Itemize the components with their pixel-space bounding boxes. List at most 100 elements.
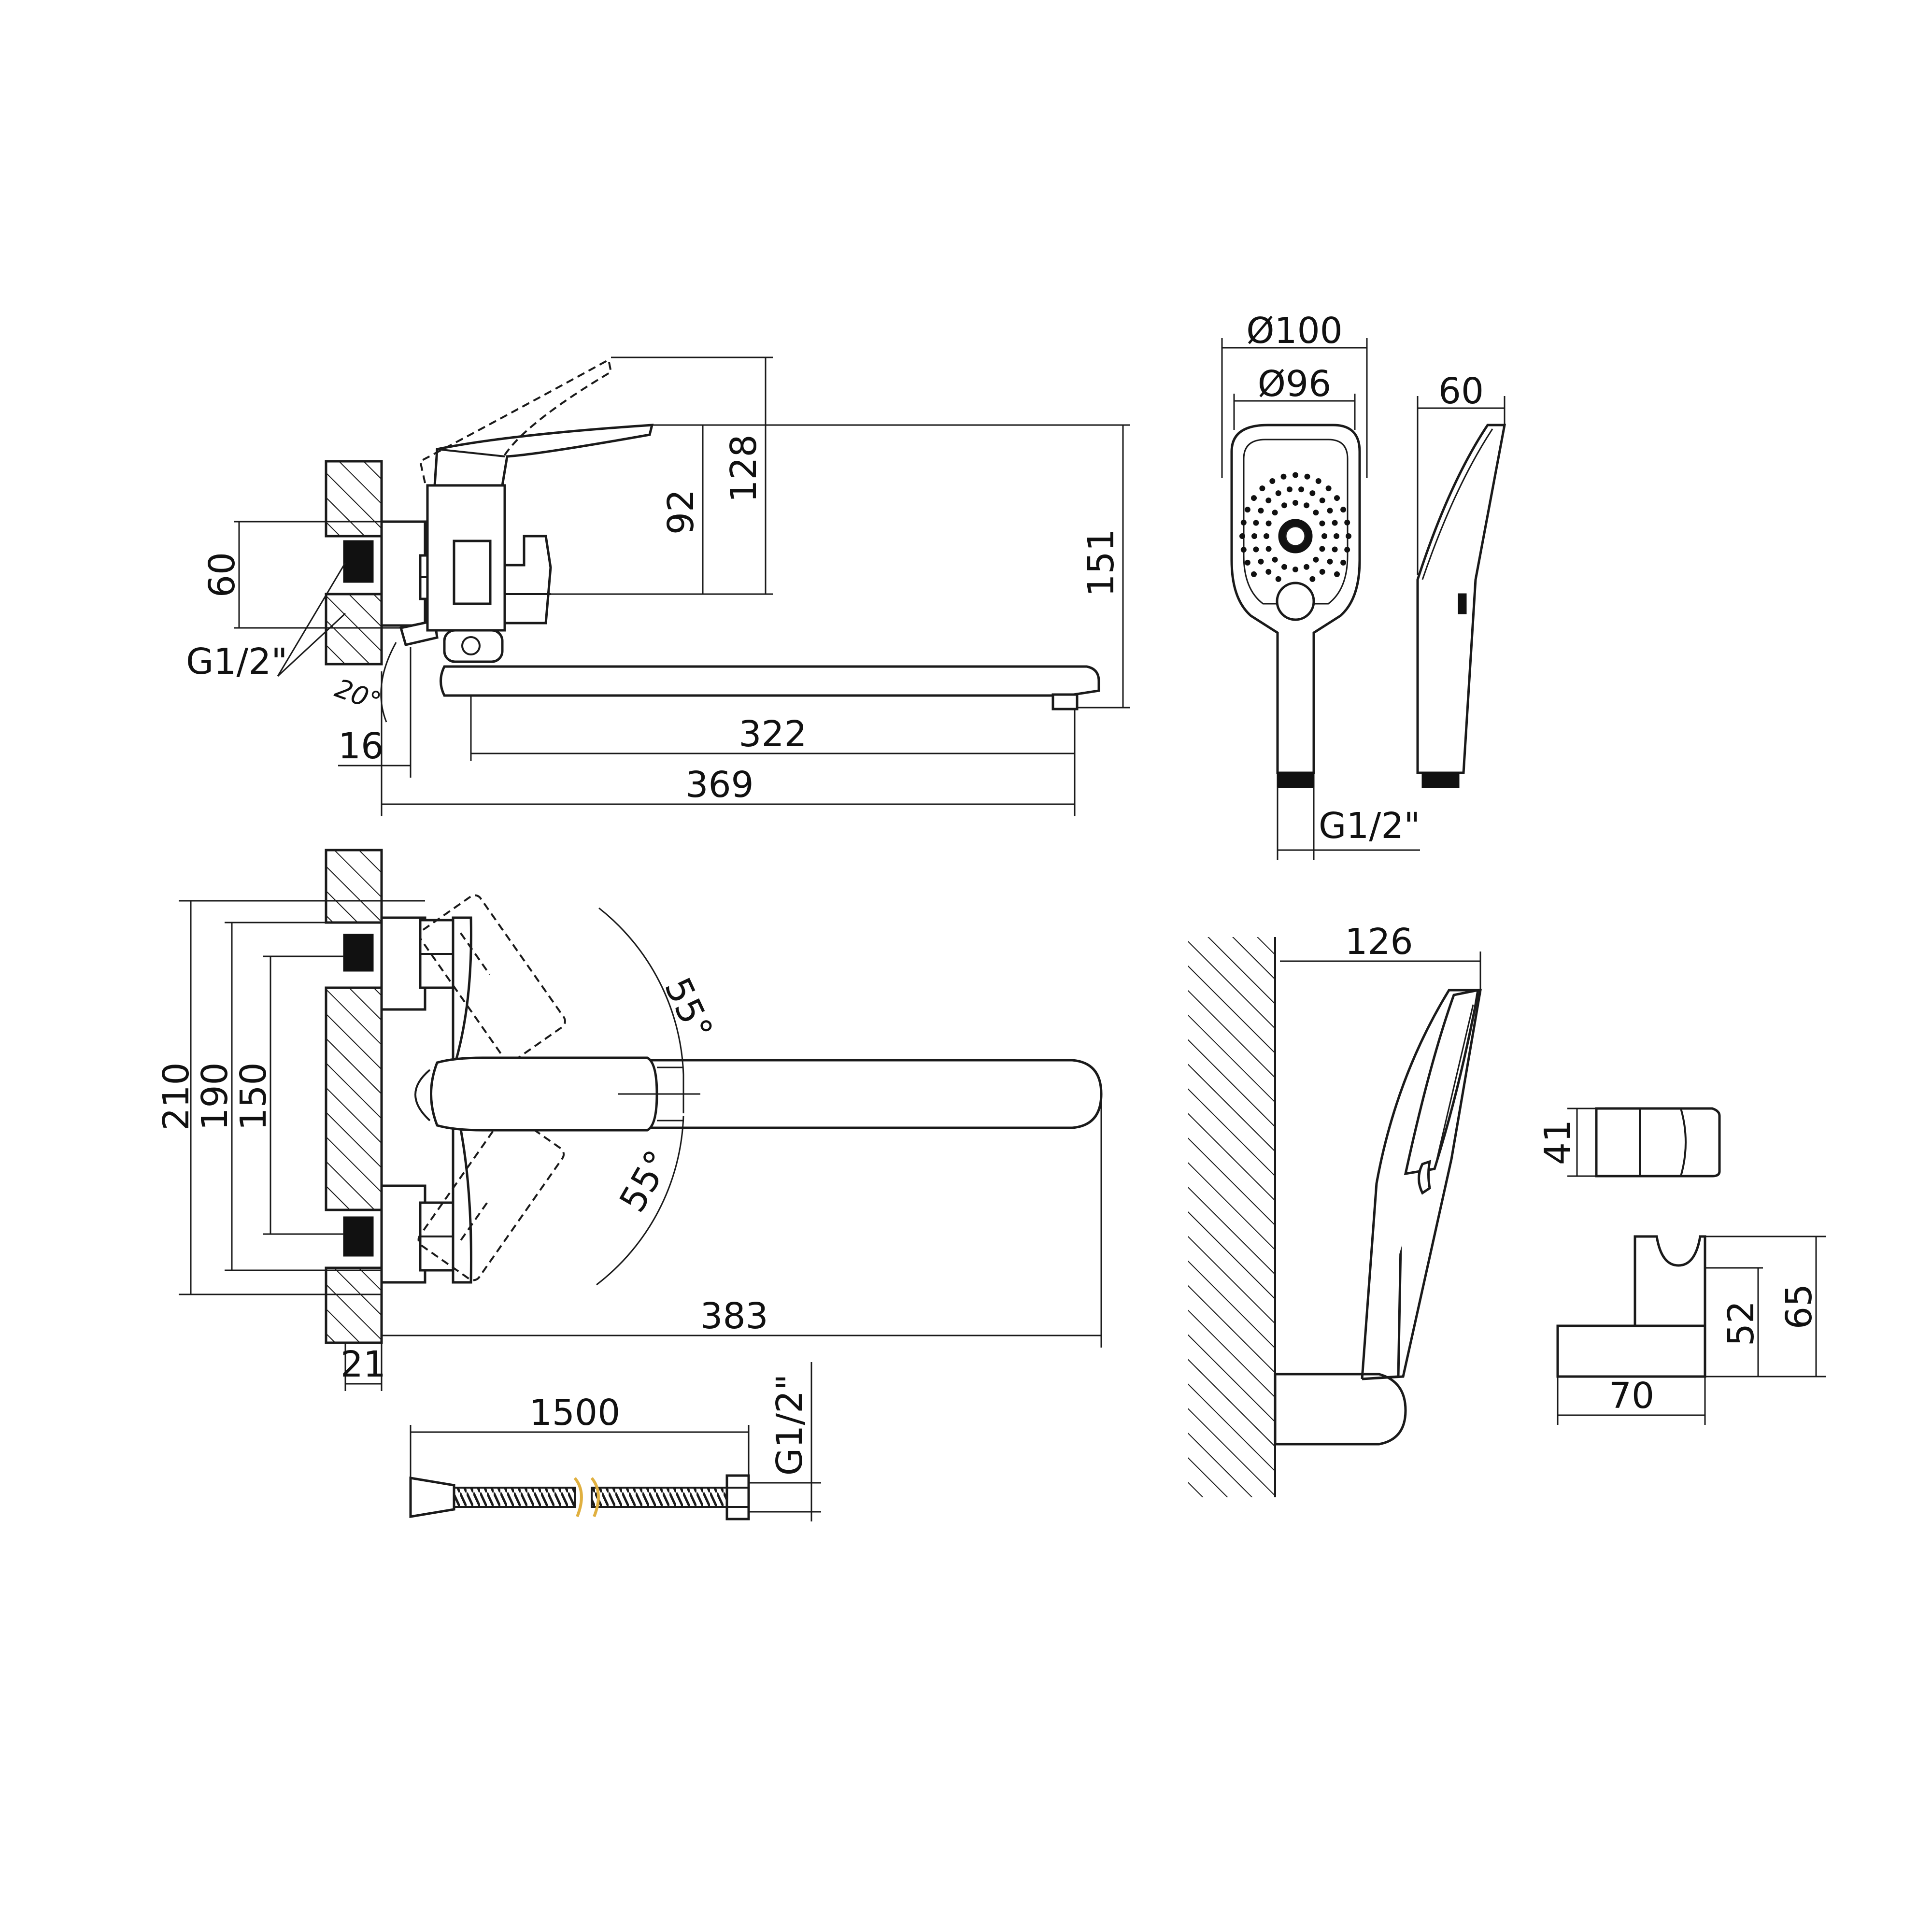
spray-nozzle [1304, 564, 1309, 570]
diverter-knob[interactable] [503, 535, 552, 625]
holder-base [1556, 1324, 1706, 1378]
hand-shower-side-view: 60 [1416, 370, 1506, 788]
spray-nozzle [1253, 546, 1259, 553]
cartridge-housing [453, 540, 492, 605]
spray-nozzle [1298, 486, 1305, 493]
shower-connector-front [1277, 772, 1315, 788]
holder-detail-view: 41 52 65 70 [1537, 1107, 1826, 1425]
spray-nozzle [1340, 507, 1347, 513]
label-g12-hose: G1/2" [769, 1374, 810, 1476]
dim-383: 383 [700, 1295, 768, 1337]
inlet-top-lower [343, 1216, 374, 1257]
wall-holder-section [1188, 937, 1275, 1497]
spray-nozzle [1280, 473, 1287, 480]
spray-nozzle [1293, 500, 1298, 506]
spray-nozzle [1265, 568, 1272, 575]
wall-section-upper [325, 460, 383, 538]
spray-nozzle [1258, 558, 1264, 565]
hose-cone-end [409, 1477, 455, 1518]
spray-nozzle [1275, 576, 1281, 582]
eccentric-lower [380, 1184, 426, 1284]
spray-nozzle [1313, 556, 1319, 563]
dim-1500: 1500 [529, 1392, 620, 1434]
angle-20: 20° [331, 673, 385, 717]
dim-210: 210 [156, 1062, 197, 1130]
dim-70: 70 [1609, 1375, 1654, 1417]
spray-nozzle [1251, 571, 1257, 577]
top-view: 55° 55° 210 190 150 383 21 [156, 849, 1103, 1391]
spray-nozzle [1304, 502, 1309, 509]
eccentric-upper [380, 916, 426, 1011]
spray-nozzle [1319, 497, 1325, 504]
dim-190: 190 [194, 1062, 236, 1130]
spray-nozzle [1272, 556, 1278, 563]
lever-handle-raised [419, 358, 612, 483]
dim-65: 65 [1778, 1284, 1820, 1329]
aerator [1051, 693, 1079, 710]
dim-52: 52 [1720, 1301, 1762, 1346]
side-view: 60 G1/2" 20° 16 92 128 151 322 369 [186, 356, 1130, 816]
dim-126: 126 [1345, 921, 1413, 963]
wall-plate [380, 520, 426, 627]
wall-top-upper [325, 849, 383, 924]
spray-nozzle [1344, 519, 1350, 526]
spray-nozzle [1304, 473, 1310, 480]
dim-diameter-96: Ø96 [1258, 363, 1331, 405]
lever-handle[interactable] [433, 424, 654, 487]
dim-92: 92 [660, 489, 702, 535]
dim-diameter-100: Ø100 [1246, 310, 1343, 352]
dim-16: 16 [338, 725, 384, 767]
hand-shower-front-view: Ø100 Ø96 G1/2" [1221, 310, 1420, 860]
spray-nozzle [1251, 495, 1257, 501]
spray-nozzle [1327, 508, 1333, 514]
spray-nozzle [1264, 533, 1269, 539]
hose-break-mark [573, 1477, 600, 1518]
spray-nozzle [1244, 559, 1250, 566]
wall-section-lower [325, 593, 383, 666]
angle-55-upper: 55° [656, 971, 721, 1046]
hose-braid-right [591, 1487, 728, 1508]
mode-button[interactable] [1276, 582, 1315, 621]
spray-nozzle [1281, 564, 1287, 570]
spray-nozzle [1253, 520, 1259, 526]
spray-nozzle [1325, 485, 1332, 492]
label-g12-side: G1/2" [186, 641, 287, 682]
hose-braid-left [453, 1487, 576, 1508]
lever-rotated-upper [419, 894, 566, 1063]
hose-nut [725, 1474, 750, 1520]
spray-nozzle [1275, 490, 1281, 497]
spray-nozzle [1313, 510, 1319, 516]
spray-nozzle [1244, 507, 1250, 513]
spray-nozzle [1344, 547, 1350, 553]
spray-nozzle [1265, 546, 1272, 552]
wall-top-middle [325, 986, 383, 1211]
spray-nozzle [1309, 576, 1316, 582]
spray-nozzle [1319, 520, 1325, 526]
dim-128: 128 [723, 434, 765, 502]
spray-nozzle [1286, 486, 1293, 493]
spray-nozzle [1346, 533, 1351, 539]
dim-21: 21 [341, 1344, 386, 1385]
shower-connector-side [1421, 772, 1460, 788]
spray-nozzle [1265, 497, 1272, 504]
spray-nozzle [1240, 547, 1247, 553]
spray-nozzle [1258, 508, 1264, 514]
hose-view: 1500 G1/2" [409, 1362, 821, 1521]
spray-nozzle [1272, 510, 1278, 516]
spray-nozzle [1240, 519, 1247, 526]
spray-nozzle [1334, 495, 1340, 501]
dim-60-shower-side: 60 [1438, 370, 1484, 412]
mode-button-side [1458, 593, 1467, 614]
diverter-nut [443, 629, 504, 663]
spout [440, 665, 1100, 697]
spray-nozzle [1334, 571, 1340, 577]
holder-top-view [1595, 1107, 1721, 1178]
shower-head-angled [1404, 988, 1480, 1176]
dim-41: 41 [1537, 1120, 1578, 1165]
spray-nozzle [1251, 533, 1257, 539]
spray-nozzle [1327, 558, 1333, 565]
spray-nozzle [1332, 520, 1338, 526]
dim-151: 151 [1080, 528, 1122, 597]
spray-nozzle [1319, 546, 1325, 552]
spray-nozzle [1309, 490, 1316, 497]
